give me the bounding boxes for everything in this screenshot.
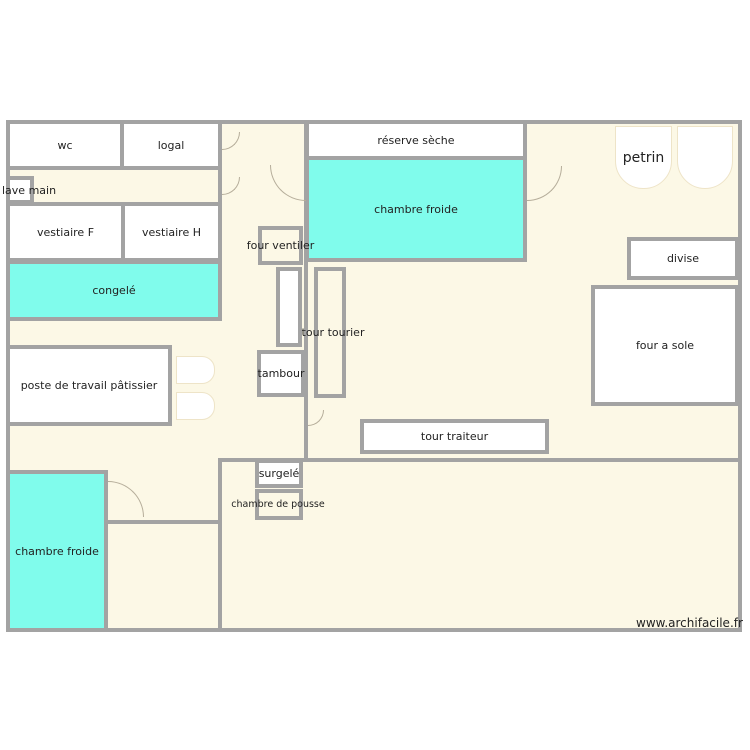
room-wc[interactable]: wc [6, 120, 124, 170]
label: lave main [2, 183, 57, 197]
label: tambour [257, 367, 305, 380]
petrin-shape: petrin [615, 126, 672, 189]
room-congele[interactable]: congelé [6, 260, 222, 321]
label: congelé [92, 284, 136, 297]
label: réserve sèche [377, 133, 455, 147]
equip-chambre-de-pousse[interactable]: chambre de pousse [231, 489, 325, 520]
room-chambre-froide-left[interactable]: chambre froide [6, 470, 108, 632]
label: vestiaire F [36, 225, 95, 239]
equip-surgele[interactable]: surgelé [255, 459, 303, 488]
label: chambre froide [15, 544, 99, 558]
watermark: www.archifacile.fr [636, 616, 743, 630]
room-logal[interactable]: logal [120, 120, 222, 170]
sink-shape [176, 392, 215, 420]
room-chambre-froide-right[interactable]: chambre froide [305, 156, 527, 262]
equip-rack[interactable] [276, 267, 302, 347]
label: petrin [622, 149, 665, 166]
label: wc [57, 138, 73, 152]
room-vestiaire-h[interactable]: vestiaire H [121, 202, 222, 262]
label: poste de travail pâtissier [20, 379, 158, 392]
label: tour traiteur [420, 430, 489, 443]
equip-tour-traiteur[interactable]: tour traiteur [360, 419, 549, 454]
equip-tambour[interactable]: tambour [257, 350, 305, 397]
label: four a sole [635, 339, 695, 352]
room-reserve-seche[interactable]: réserve sèche [305, 120, 527, 160]
room-poste-patissier[interactable]: poste de travail pâtissier [6, 345, 172, 426]
room-lave-main[interactable]: lave main [2, 176, 56, 204]
equip-tour-tourier[interactable]: tour tourier [302, 267, 364, 398]
label: surgelé [258, 467, 300, 480]
equip-four-ventiler[interactable]: four ventiler [247, 226, 314, 265]
label: tour tourier [301, 326, 365, 339]
equip-four-a-sole[interactable]: four a sole [591, 285, 739, 406]
floor-bottom-left [102, 520, 222, 632]
label: logal [157, 138, 185, 152]
petrin-shape-2 [677, 126, 733, 189]
floor-bottom-right [218, 458, 742, 632]
label: divise [666, 252, 700, 265]
label: four ventiler [246, 239, 315, 252]
label: vestiaire H [142, 225, 201, 239]
equip-divise[interactable]: divise [627, 237, 739, 280]
label: chambre froide [374, 202, 458, 216]
room-vestiaire-f[interactable]: vestiaire F [6, 202, 125, 262]
label: chambre de pousse [231, 499, 325, 510]
sink-shape [176, 356, 215, 384]
